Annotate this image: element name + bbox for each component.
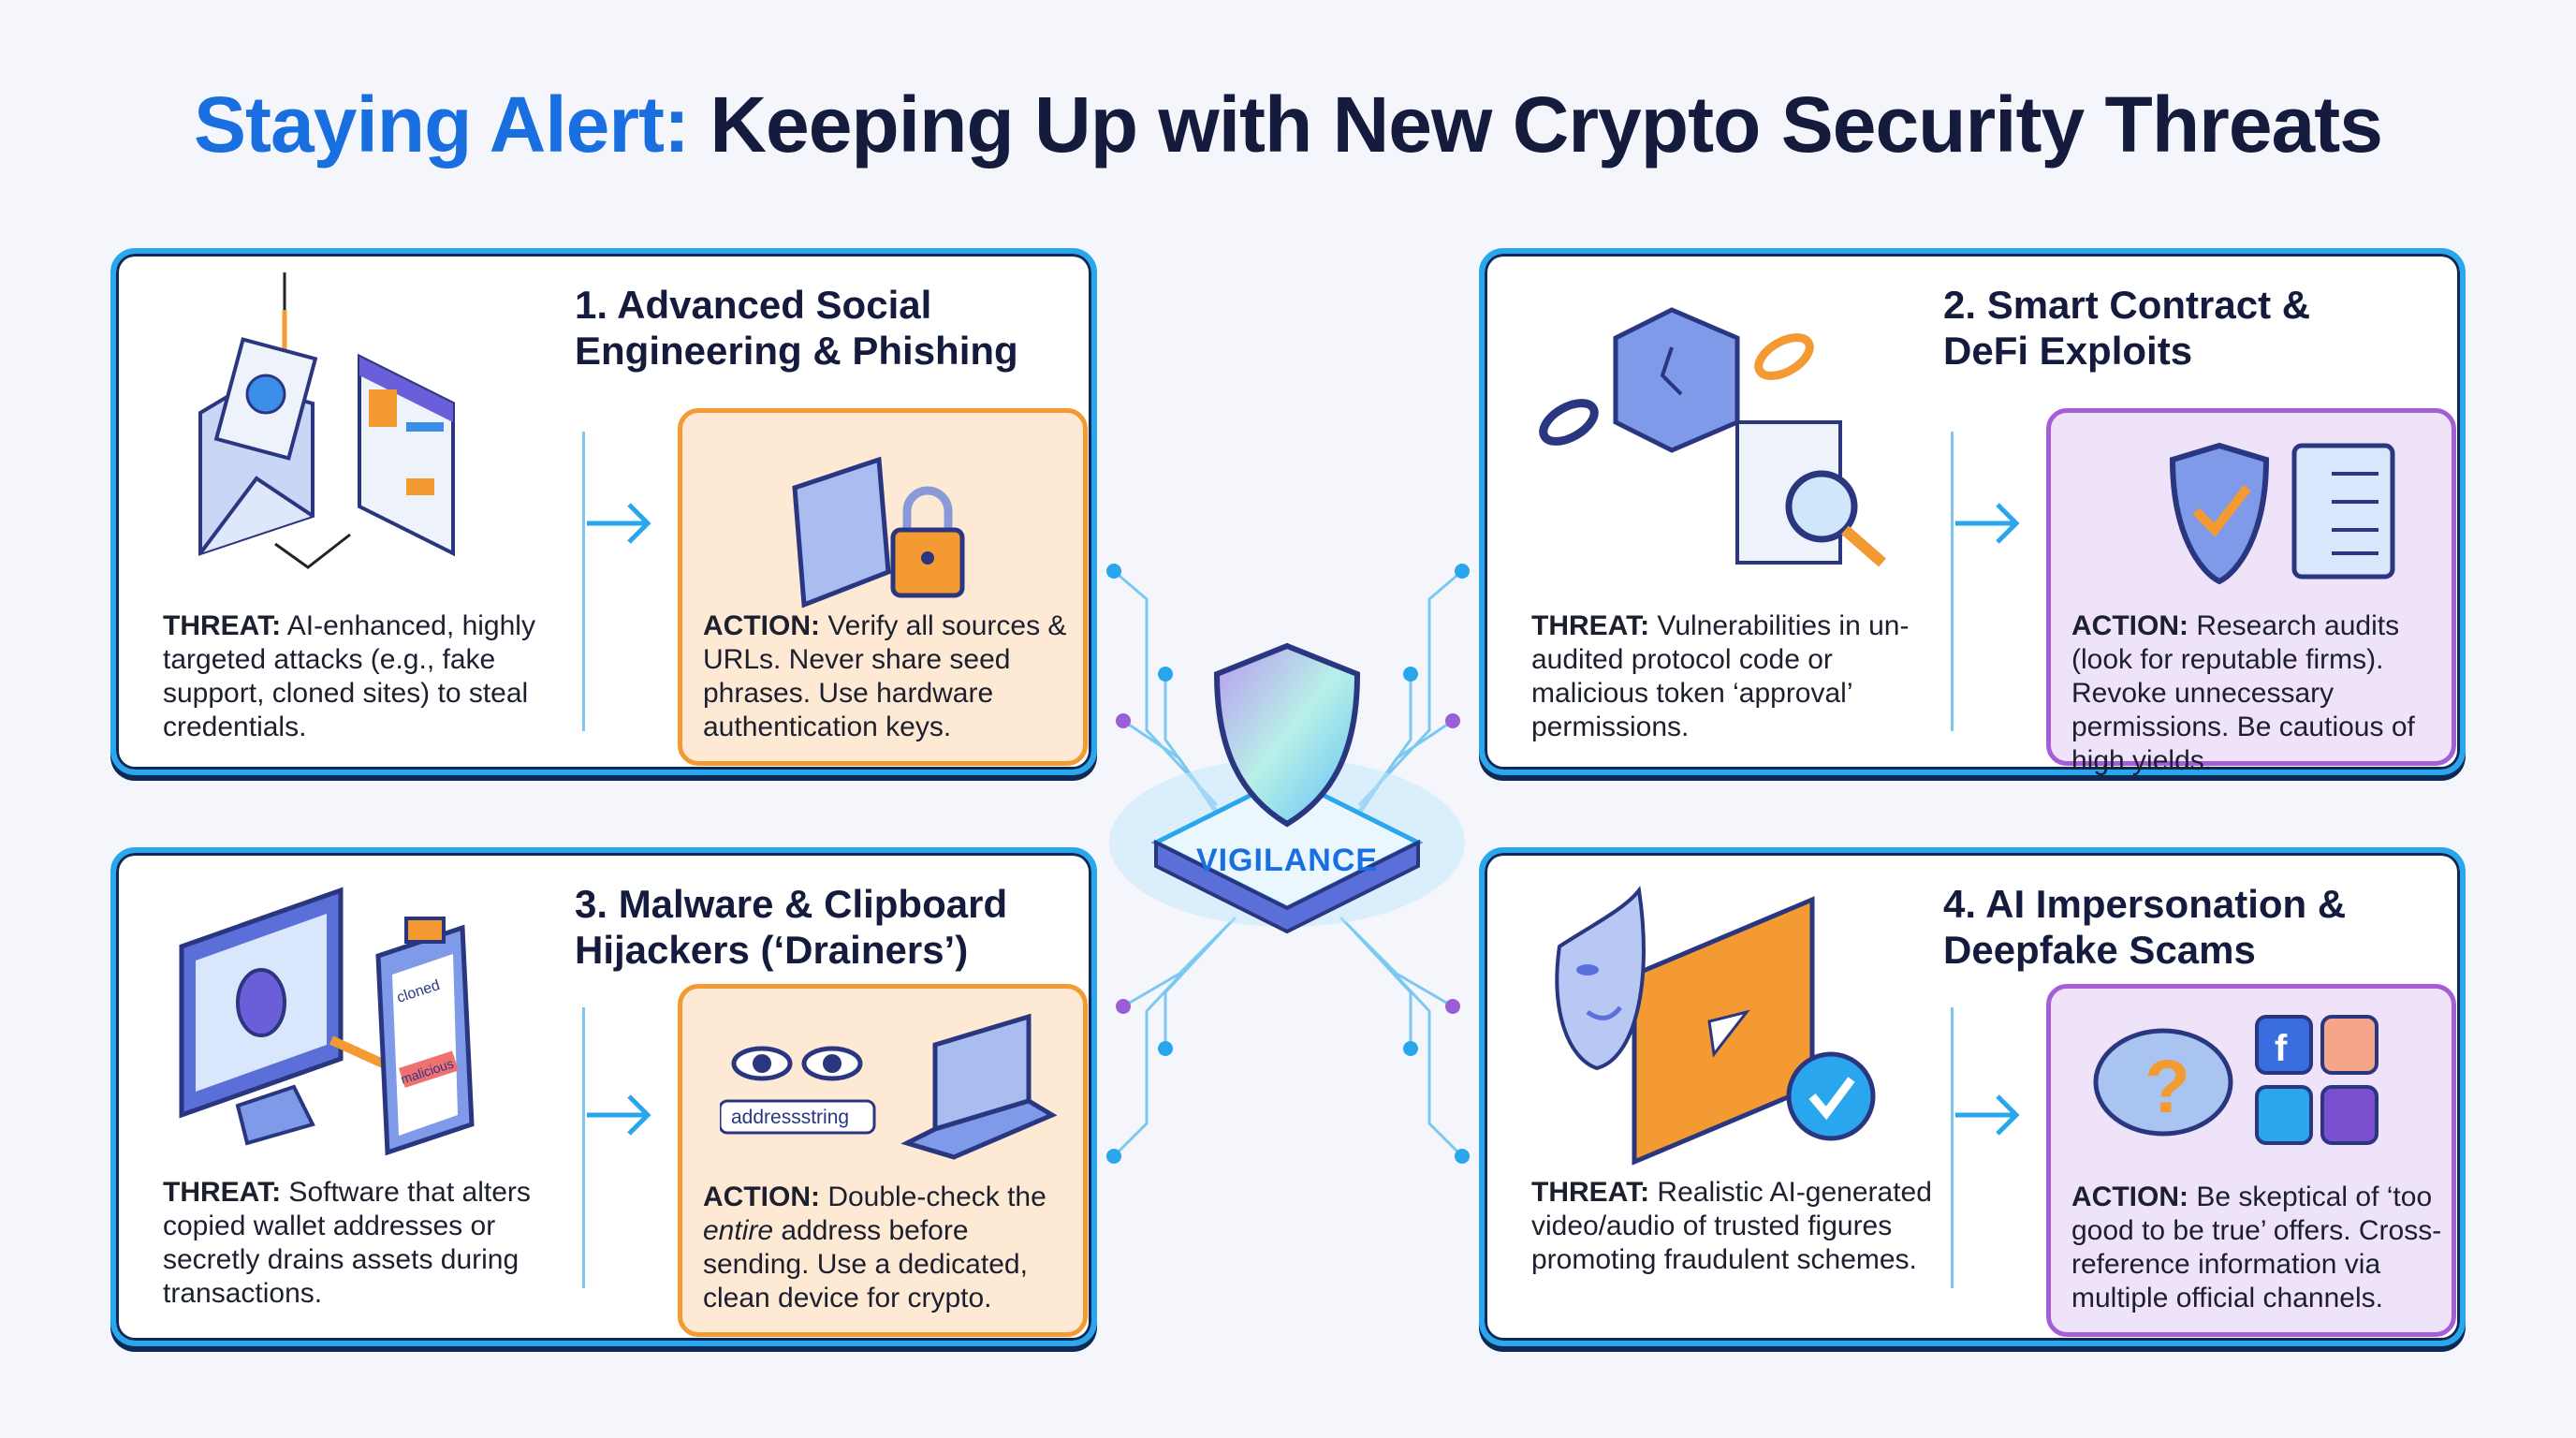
facebook-icon — [2255, 1015, 2313, 1075]
arrow-right-icon — [587, 503, 651, 544]
bug-monitor-icon — [179, 887, 344, 1146]
action-box: ACTION: Verify all sources & URLs. Never… — [678, 408, 1088, 766]
svg-text:?: ? — [2144, 1045, 2190, 1128]
divider — [1951, 432, 1954, 731]
laptop-icon — [900, 1013, 1057, 1160]
phishing-illustration — [198, 272, 455, 569]
threat-card-defi: 2. Smart Contract & DeFi Exploits THREAT… — [1479, 248, 2466, 776]
action-box: ?f ACTION: Be skeptical of ‘too good to … — [2046, 984, 2456, 1337]
threat-card-deepfake: 4. AI Impersonation & Deepfake Scams THR… — [1479, 847, 2466, 1346]
divider — [1951, 1007, 1954, 1288]
svg-text:f: f — [2275, 1028, 2288, 1069]
threat-text: THREAT: AI-enhanced, highly targeted att… — [163, 610, 535, 742]
wallet-lock-icon — [792, 456, 965, 609]
svg-text:addressstring: addressstring — [731, 1107, 849, 1128]
video-play-icon — [1632, 896, 1815, 1166]
action-text: ACTION: Research audits (look for reputa… — [2071, 610, 2415, 776]
shield-icon — [1109, 642, 1465, 934]
cloned-website-icon — [358, 353, 455, 557]
action-text: ACTION: Be skeptical of ‘too good to be … — [2071, 1181, 2442, 1313]
eyes-icon — [731, 1046, 863, 1081]
card-title: 3. Malware & Clipboard Hijackers (‘Drain… — [575, 882, 1008, 972]
brain-social-icons: ?f — [2093, 1015, 2378, 1145]
shield-checklist-icon — [2169, 442, 2395, 585]
twitter-icon — [2255, 1085, 2313, 1145]
card-title: 2. Smart Contract & DeFi Exploits — [1943, 283, 2311, 373]
card-title: 1. Advanced Social Engineering & Phishin… — [575, 283, 1018, 373]
verified-badge-icon — [1786, 1051, 1876, 1141]
eyes-laptop-icon: addressstring — [720, 1013, 1057, 1160]
arrow-right-icon — [1955, 1094, 2020, 1136]
instagram-icon — [2320, 1015, 2378, 1075]
divider — [582, 1007, 585, 1288]
action-text: ACTION: Double-check the entire address … — [703, 1181, 1046, 1313]
arrow-right-icon — [1955, 503, 2020, 544]
arrow-right-icon — [587, 1094, 651, 1136]
defi-exploit-illustration — [1539, 307, 1886, 567]
page-title: Staying Alert: Keeping Up with New Crypt… — [194, 81, 2383, 169]
divider — [582, 432, 585, 731]
vigilance-label: VIGILANCE — [1195, 843, 1379, 878]
action-text: ACTION: Verify all sources & URLs. Never… — [703, 610, 1067, 742]
deepfake-illustration — [1555, 885, 1876, 1166]
tiktok-icon — [2320, 1085, 2378, 1145]
threat-text: THREAT: Software that alters copied wall… — [163, 1177, 531, 1309]
code-audit-magnifier-icon — [1735, 420, 1886, 567]
threat-text: THREAT: Vulnerabilities in un-audited pr… — [1531, 610, 1910, 742]
broken-chain-cube-icon — [1539, 307, 1814, 453]
phishing-email-icon — [198, 337, 318, 556]
card-title: 4. AI Impersonation & Deepfake Scams — [1943, 882, 2347, 972]
action-box: ACTION: Research audits (look for reputa… — [2046, 408, 2456, 776]
threat-card-phishing: 1. Advanced Social Engineering & Phishin… — [110, 248, 1097, 775]
action-box: addressstring ACTION: Double-check the e… — [678, 984, 1088, 1337]
brain-question-icon: ? — [2093, 1028, 2233, 1137]
mask-icon — [1555, 885, 1646, 1071]
vigilance-hub: VIGILANCE — [1086, 524, 1488, 1180]
threat-text: THREAT: Realistic AI-generated video/aud… — [1531, 1177, 1932, 1275]
